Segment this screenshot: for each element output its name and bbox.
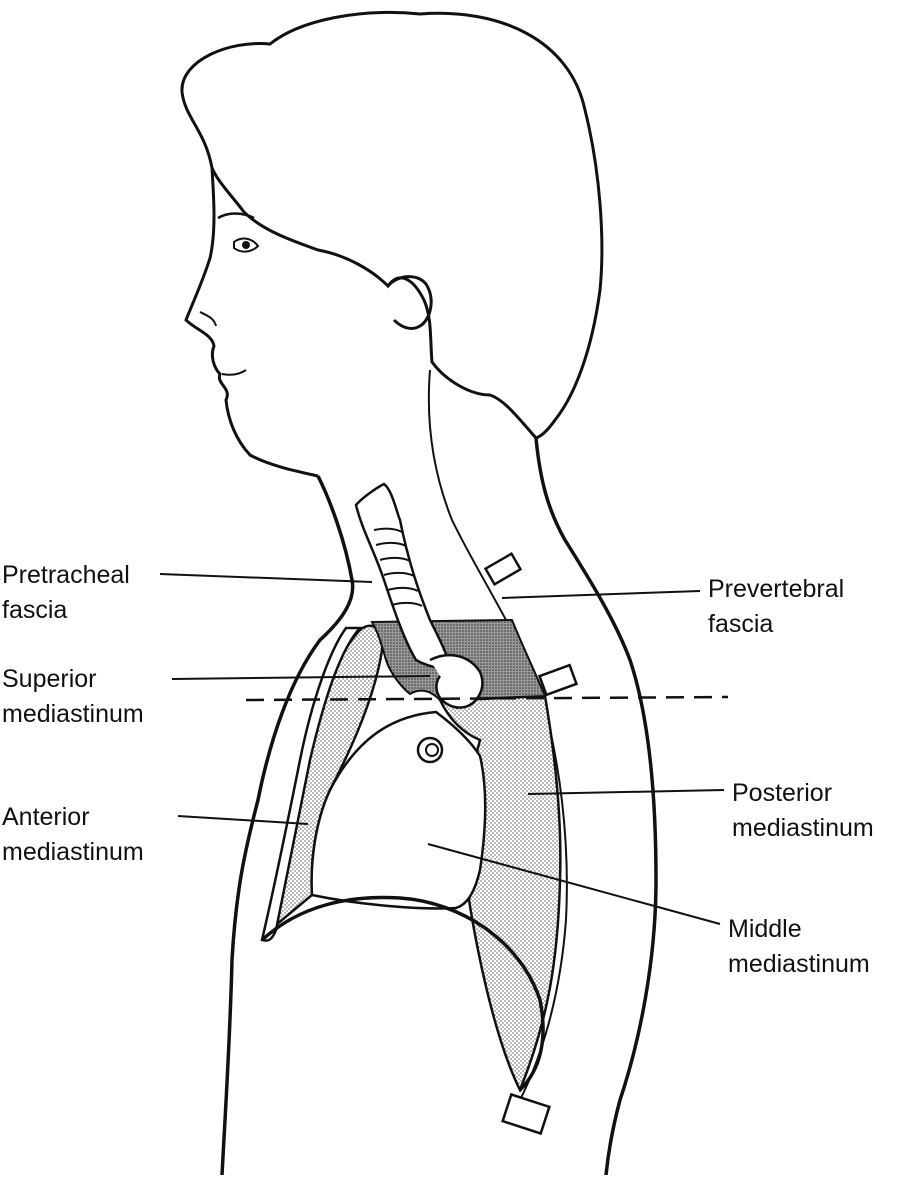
- label-posterior-line1: Posterior: [732, 779, 833, 807]
- leader-lines: [159, 573, 725, 925]
- aortic-arch: [429, 653, 484, 709]
- label-pretracheal-line2: fascia: [2, 596, 68, 624]
- diaphragm: [260, 895, 545, 1092]
- label-superior-line2: mediastinum: [2, 700, 144, 728]
- label-middle-mediastinum: Middle mediastinum: [728, 912, 870, 982]
- label-middle-line2: mediastinum: [728, 950, 870, 978]
- back-outline: [534, 437, 658, 1176]
- label-superior-line1: Superior: [2, 665, 97, 693]
- nostril: [199, 311, 217, 327]
- neck-front-outline: [220, 475, 355, 1176]
- middle-mediastinum-region: [310, 710, 487, 910]
- label-anterior-line1: Anterior: [2, 803, 90, 831]
- leader-pretracheal: [159, 573, 373, 583]
- label-middle-line1: Middle: [728, 915, 802, 943]
- vertebra-middle: [537, 663, 579, 697]
- label-pretracheal-line1: Pretracheal: [2, 561, 130, 589]
- vessel-lumen: [425, 743, 439, 757]
- leader-superior: [171, 675, 431, 680]
- label-prevertebral-fascia: Prevertebral fascia: [708, 572, 844, 642]
- label-anterior-line2: mediastinum: [2, 838, 144, 866]
- label-superior-mediastinum: Superior mediastinum: [2, 662, 144, 732]
- label-posterior-mediastinum: Posterior mediastinum: [732, 776, 874, 846]
- label-anterior-mediastinum: Anterior mediastinum: [2, 800, 144, 870]
- ear: [386, 275, 433, 330]
- eyebrow: [217, 212, 255, 220]
- leader-middle: [427, 843, 721, 925]
- leader-prevertebral: [501, 590, 701, 599]
- label-prevertebral-line1: Prevertebral: [708, 575, 845, 603]
- pupil: [242, 241, 250, 249]
- sternum: [260, 626, 363, 942]
- trachea: [354, 482, 454, 674]
- mouth: [221, 369, 247, 376]
- label-posterior-line2: mediastinum: [732, 814, 874, 842]
- leader-posterior: [527, 789, 725, 795]
- vertebra-lower: [501, 1092, 551, 1136]
- face-profile: [184, 167, 319, 478]
- tracheal-rings: [373, 527, 423, 607]
- label-pretracheal-fascia: Pretracheal fascia: [2, 558, 130, 628]
- sternal-angle-dashed-line: [245, 695, 729, 702]
- leader-anterior: [177, 815, 309, 825]
- label-prevertebral-line2: fascia: [708, 610, 774, 638]
- vertebra-upper: [483, 551, 523, 587]
- hair-outline: [180, 10, 604, 440]
